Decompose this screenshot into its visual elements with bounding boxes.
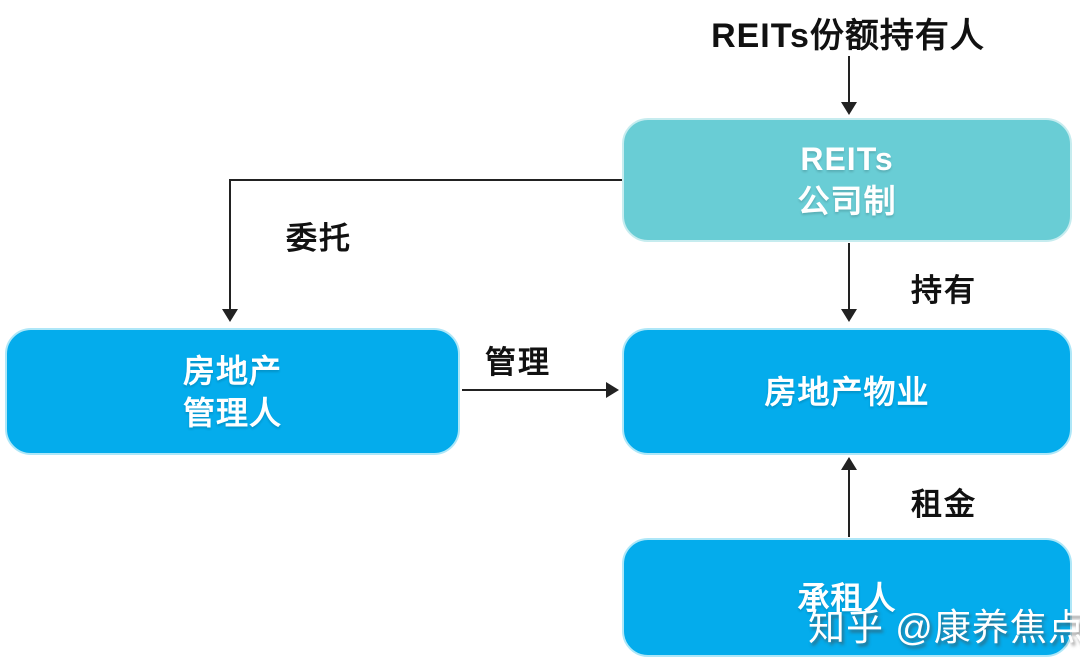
diagram-title: REITs份额持有人 <box>711 17 985 55</box>
node-real-estate-manager: 房地产 管理人 <box>5 328 460 455</box>
node-reits-company: REITs 公司制 <box>622 118 1072 242</box>
edge-label-hold: 持有 <box>911 273 977 308</box>
arrow-rent-line <box>848 469 850 537</box>
node-real-estate-property: 房地产物业 <box>622 328 1072 455</box>
node-manager-line2: 管理人 <box>182 394 282 431</box>
arrow-entrust-horizontal-line <box>229 179 622 181</box>
watermark: 知乎 @康养焦点 <box>808 607 1080 648</box>
arrow-hold-line <box>848 243 850 311</box>
arrow-hold-head-icon <box>841 309 857 322</box>
arrow-shareholders-to-reits-head-icon <box>841 102 857 115</box>
arrow-manage-head-icon <box>606 382 619 398</box>
node-reits-line2: 公司制 <box>797 183 897 219</box>
arrow-entrust-vertical-line <box>229 179 231 311</box>
arrow-manage-line <box>462 389 608 391</box>
node-property-label: 房地产物业 <box>764 373 930 410</box>
edge-label-entrust: 委托 <box>286 221 352 256</box>
edge-label-rent: 租金 <box>911 487 977 522</box>
arrow-entrust-head-icon <box>222 309 238 322</box>
node-tenant-label: 承租人 <box>797 579 897 616</box>
node-manager-line1: 房地产 <box>182 352 282 389</box>
arrow-rent-head-icon <box>841 457 857 470</box>
edge-label-manage: 管理 <box>485 345 551 380</box>
arrow-shareholders-to-reits-line <box>848 56 850 104</box>
node-reits-line1: REITs <box>800 141 894 177</box>
node-tenant: 承租人 <box>622 538 1072 657</box>
